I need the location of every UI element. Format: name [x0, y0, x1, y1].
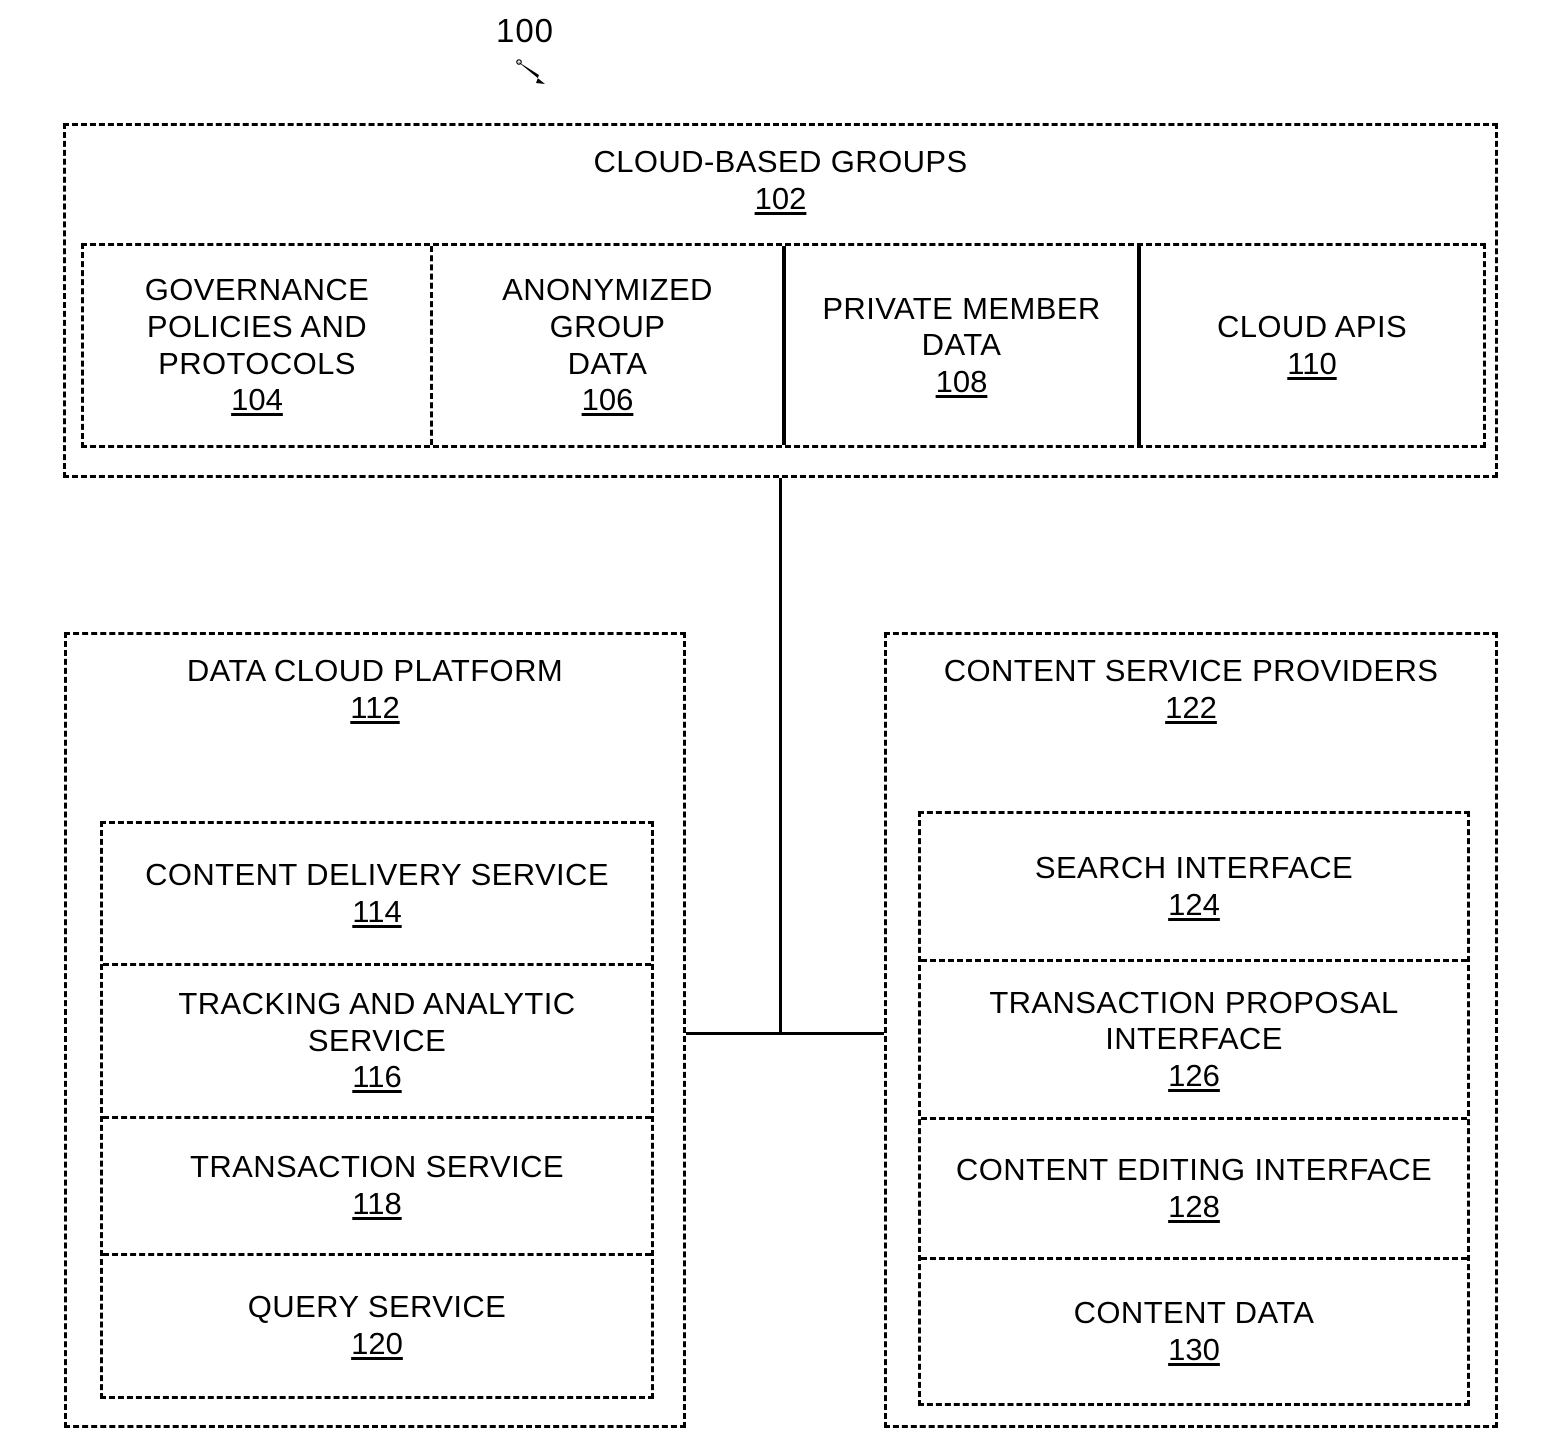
private-member-data-ref: 108	[935, 363, 988, 399]
governance-policies-and-protocols-title: GOVERNANCE POLICIES AND PROTOCOLS	[144, 272, 370, 381]
transaction-proposal-interface-ref: 126	[1168, 1057, 1220, 1093]
cloud-based-groups-title: CLOUD-BASED GROUPS	[593, 144, 968, 179]
cloud-based-groups-ref: 102	[754, 180, 807, 216]
transaction-proposal-interface-title: TRANSACTION PROPOSAL INTERFACE	[989, 984, 1399, 1057]
search-interface-cell: SEARCH INTERFACE 124	[921, 814, 1467, 959]
content-delivery-service-cell: CONTENT DELIVERY SERVICE 114	[103, 824, 651, 963]
cloud-apis-title: CLOUD APIS	[1216, 308, 1408, 344]
data-cloud-platform-header: DATA CLOUD PLATFORM 112	[67, 653, 683, 726]
governance-policies-and-protocols-ref: 104	[231, 382, 283, 418]
content-service-providers-cell-stack: SEARCH INTERFACE 124 TRANSACTION PROPOSA…	[918, 811, 1470, 1406]
transaction-proposal-interface-cell: TRANSACTION PROPOSAL INTERFACE 126	[921, 959, 1467, 1117]
content-data-ref: 130	[1168, 1331, 1220, 1367]
lead-line-arrow-icon	[516, 59, 545, 84]
transaction-service-ref: 118	[352, 1186, 402, 1221]
content-delivery-service-ref: 114	[352, 893, 402, 929]
content-editing-interface-ref: 128	[1168, 1188, 1220, 1224]
content-service-providers-ref: 122	[1165, 689, 1217, 725]
content-service-providers-header: CONTENT SERVICE PROVIDERS 122	[887, 653, 1495, 726]
data-cloud-platform-box: DATA CLOUD PLATFORM 112 CONTENT DELIVERY…	[64, 632, 686, 1428]
content-editing-interface-cell: CONTENT EDITING INTERFACE 128	[921, 1117, 1467, 1257]
content-delivery-service-title: CONTENT DELIVERY SERVICE	[145, 856, 609, 892]
tracking-and-analytic-service-ref: 116	[352, 1059, 402, 1095]
query-service-cell: QUERY SERVICE 120	[103, 1253, 651, 1396]
cloud-based-groups-header: CLOUD-BASED GROUPS 102	[66, 144, 1495, 217]
private-member-data-title: PRIVATE MEMBER DATA	[822, 290, 1101, 363]
content-service-providers-title: CONTENT SERVICE PROVIDERS	[943, 653, 1439, 688]
data-cloud-platform-title: DATA CLOUD PLATFORM	[186, 653, 564, 688]
private-member-data-cell: PRIVATE MEMBER DATA 108	[782, 246, 1137, 445]
connector-vertical-cloud-to-platforms	[779, 478, 782, 1034]
cloud-based-groups-cell-row: GOVERNANCE POLICIES AND PROTOCOLS 104 AN…	[81, 243, 1486, 448]
query-service-ref: 120	[351, 1326, 403, 1361]
data-cloud-platform-cell-stack: CONTENT DELIVERY SERVICE 114 TRACKING AN…	[100, 821, 654, 1399]
query-service-title: QUERY SERVICE	[247, 1289, 507, 1325]
cloud-apis-cell: CLOUD APIS 110	[1137, 246, 1483, 445]
search-interface-title: SEARCH INTERFACE	[1034, 849, 1354, 885]
connector-horizontal-platform-to-providers	[681, 1032, 884, 1035]
cloud-apis-ref: 110	[1287, 345, 1337, 381]
transaction-service-title: TRANSACTION SERVICE	[190, 1149, 564, 1185]
tracking-and-analytic-service-cell: TRACKING AND ANALYTIC SERVICE 116	[103, 963, 651, 1116]
transaction-service-cell: TRANSACTION SERVICE 118	[103, 1116, 651, 1253]
tracking-and-analytic-service-title: TRACKING AND ANALYTIC SERVICE	[178, 986, 576, 1058]
anonymized-group-data-title: ANONYMIZED GROUP DATA	[502, 272, 713, 381]
anonymized-group-data-ref: 106	[581, 382, 634, 418]
governance-policies-and-protocols-cell: GOVERNANCE POLICIES AND PROTOCOLS 104	[84, 246, 430, 445]
content-data-title: CONTENT DATA	[1073, 1294, 1315, 1330]
data-cloud-platform-ref: 112	[350, 689, 400, 725]
cloud-based-groups-box: CLOUD-BASED GROUPS 102 GOVERNANCE POLICI…	[63, 123, 1498, 478]
content-editing-interface-title: CONTENT EDITING INTERFACE	[955, 1151, 1433, 1187]
content-data-cell: CONTENT DATA 130	[921, 1257, 1467, 1403]
search-interface-ref: 124	[1168, 886, 1220, 922]
figure-number: 100	[495, 12, 555, 49]
content-service-providers-box: CONTENT SERVICE PROVIDERS 122 SEARCH INT…	[884, 632, 1498, 1428]
anonymized-group-data-cell: ANONYMIZED GROUP DATA 106	[430, 246, 782, 445]
